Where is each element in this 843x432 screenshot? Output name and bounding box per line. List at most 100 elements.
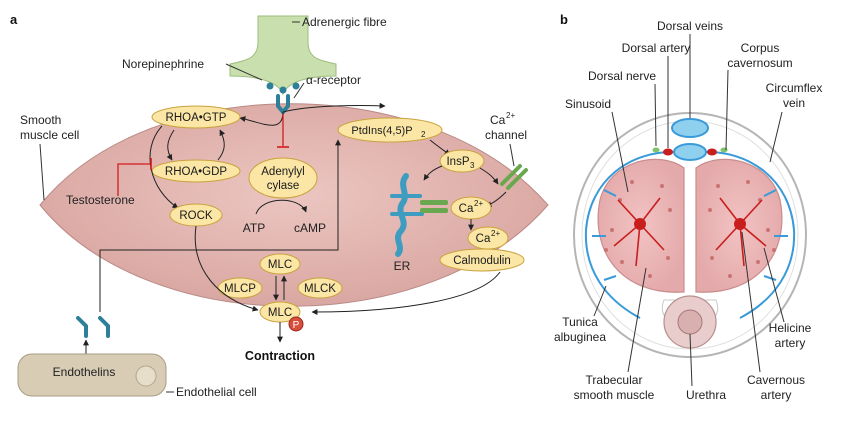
tunica-albuginea-leader <box>593 285 607 317</box>
ca-node-1-sup: 2+ <box>474 199 483 208</box>
mlcp-label: MLCP <box>224 283 256 295</box>
cavernous-artery-leader <box>741 231 761 373</box>
adenylyl-cyclase-node <box>248 157 318 199</box>
trabecular-leader <box>627 267 647 373</box>
circumflex-vein-label-1: Circumflex <box>766 81 823 95</box>
er-membrane-icon <box>390 194 424 216</box>
er-channel-icon <box>420 200 448 205</box>
ca-channel-label-channel: channel <box>485 128 527 142</box>
helicine-arteries <box>613 197 767 267</box>
endothelin-receptor-icon <box>76 316 88 338</box>
ptdins-node <box>337 117 443 143</box>
inhibit-testosterone <box>117 163 150 196</box>
ptdins-subscript: 2 <box>421 130 426 139</box>
endothelial-cell-shape <box>17 353 167 397</box>
cavernous-artery-label-2: artery <box>761 388 792 402</box>
vesicle <box>266 82 274 90</box>
endothelins-label: Endothelins <box>53 365 116 379</box>
calmodulin-label: Calmodulin <box>453 255 511 267</box>
arrow-calmodulin-to-mlc <box>311 271 501 315</box>
ptdins-label: PtdIns(4,5)P <box>351 125 412 137</box>
endothelin-receptor-icon <box>98 316 110 338</box>
mlcp-node <box>217 277 263 299</box>
arrow-insp-to-channel <box>479 167 499 185</box>
corpus-cavernosum-label-1: Corpus <box>741 41 780 55</box>
cavernous-artery-label-1: Cavernous <box>747 373 805 387</box>
dorsal-nerve-label: Dorsal nerve <box>588 69 656 83</box>
ca-node-2-sup: 2+ <box>491 229 500 238</box>
ca-channel-leader <box>509 143 515 167</box>
testosterone-label: Testosterone <box>66 193 135 207</box>
alpha-receptor-label: α-receptor <box>306 73 361 87</box>
smooth-muscle-cell-label-1: Smooth <box>20 113 61 127</box>
endothelial-nucleus <box>135 365 157 387</box>
tunica-albuginea-label-1: Tunica <box>562 315 598 329</box>
phosphate-icon <box>288 316 304 332</box>
arrow-receptor-to-ptdins <box>282 102 386 113</box>
mlck-label: MLCK <box>304 283 336 295</box>
adenylyl-cyclase-label-2: cylase <box>267 180 300 192</box>
arrow-insp-to-er <box>423 165 443 181</box>
urethra-icon <box>677 309 703 335</box>
vesicle <box>292 82 300 90</box>
er-label: ER <box>394 259 411 273</box>
endothelial-cell-label: Endothelial cell <box>176 385 257 399</box>
rhoa-gtp-node <box>151 105 241 129</box>
mlc-node-top <box>259 253 301 275</box>
ca-channel-icon <box>500 164 528 190</box>
er-channel-icon <box>420 208 448 213</box>
circumflex-veins <box>584 150 796 319</box>
alpha-receptor-leader <box>293 82 305 99</box>
er-membrane-icon <box>395 173 409 257</box>
urethra-leader <box>689 333 693 387</box>
insp3-label: InsP <box>446 156 469 168</box>
circumflex-vein-label-2: vein <box>783 96 805 110</box>
phosphate-label: P <box>293 320 300 331</box>
helicine-artery-label-2: artery <box>775 336 806 350</box>
arrow-gtp-to-gdp <box>166 129 175 161</box>
dorsal-vein-deep-icon <box>673 143 707 161</box>
contraction-label: Contraction <box>245 349 315 363</box>
calmodulin-node <box>439 248 525 272</box>
ca-channel-label-sup: 2+ <box>506 111 515 120</box>
panel-a-letter: a <box>10 12 18 27</box>
arrow-rock-to-mlc <box>194 225 259 312</box>
helicine-artery-label-1: Helicine <box>769 321 812 335</box>
dorsal-nerve-leader <box>654 83 657 147</box>
ca-node-2-label: Ca <box>476 233 491 245</box>
circumflex-vein-leader <box>769 111 783 163</box>
ca-channel-label-ca: Ca <box>490 113 506 127</box>
smooth-muscle-cell-leader <box>39 143 45 201</box>
trabecular-label-1: Trabecular <box>586 373 643 387</box>
mlck-node <box>297 277 343 299</box>
corpus-cavernosum-label-2: cavernosum <box>727 56 792 70</box>
trabecular-label-2: smooth muscle <box>574 388 655 402</box>
norepinephrine-leader <box>225 63 263 81</box>
corpus-cavernosum-leader <box>725 69 729 151</box>
adenylyl-cyclase-label-1: Adenylyl <box>261 166 304 178</box>
arrow-gdp-to-gtp <box>217 129 226 161</box>
adrenergic-fibre-label: Adrenergic fibre <box>302 15 387 29</box>
rock-label: ROCK <box>179 210 213 222</box>
tunica-albuginea-label-2: albuginea <box>554 330 606 344</box>
smooth-muscle-cell-label-2: muscle cell <box>20 128 79 142</box>
helicine-artery-leader <box>763 247 785 323</box>
atp-label: ATP <box>243 221 265 235</box>
trabecular-texture <box>604 180 776 278</box>
rhoa-gtp-label: RHOA•GTP <box>166 112 227 124</box>
dorsal-vein-superficial-icon <box>671 118 709 138</box>
arrow-atp-to-camp <box>255 199 307 215</box>
sinusoid-leader <box>611 111 629 193</box>
dorsal-nerve-left-icon <box>652 147 660 153</box>
rhoa-gdp-label: RHOA•GDP <box>165 166 228 178</box>
dorsal-artery-left-icon <box>663 148 673 156</box>
vesicle <box>279 86 287 94</box>
dorsal-veins-label: Dorsal veins <box>657 19 723 33</box>
insp3-node <box>439 149 485 173</box>
norepinephrine-label: Norepinephrine <box>122 57 204 71</box>
arrow-receptor-to-rhoa <box>239 111 284 126</box>
insp3-subscript: 3 <box>470 161 475 170</box>
camp-label: cAMP <box>294 221 326 235</box>
